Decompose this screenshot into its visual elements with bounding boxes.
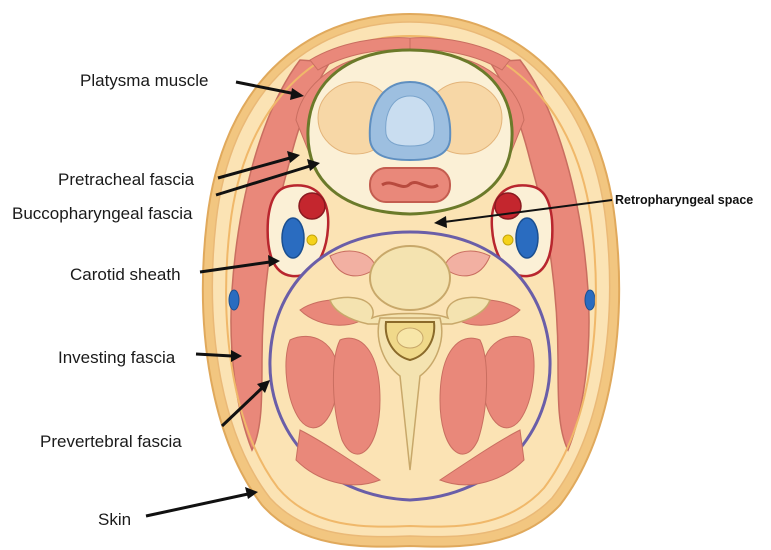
label-pretracheal-fascia: Pretracheal fascia bbox=[58, 170, 195, 189]
label-prevertebral-fascia: Prevertebral fascia bbox=[40, 432, 182, 451]
left-internal-jugular-vein bbox=[282, 218, 304, 258]
label-retropharyngeal-space: Retropharyngeal space bbox=[615, 193, 753, 207]
right-vagus-nerve bbox=[503, 235, 513, 245]
arrow-skin bbox=[146, 487, 258, 516]
visceral-compartment bbox=[308, 50, 512, 214]
trachea-lumen bbox=[386, 96, 435, 146]
spinal-cord bbox=[397, 328, 423, 348]
right-internal-jugular-vein bbox=[516, 218, 538, 258]
left-vagus-nerve bbox=[307, 235, 317, 245]
left-external-jugular-vein bbox=[229, 290, 239, 310]
label-platysma-muscle: Platysma muscle bbox=[80, 71, 208, 90]
label-buccopharyngeal-fascia: Buccopharyngeal fascia bbox=[12, 204, 193, 223]
label-skin: Skin bbox=[98, 510, 131, 529]
label-investing-fascia: Investing fascia bbox=[58, 348, 176, 367]
label-carotid-sheath: Carotid sheath bbox=[70, 265, 181, 284]
left-common-carotid-artery bbox=[299, 193, 325, 219]
right-external-jugular-vein bbox=[585, 290, 595, 310]
prevertebral-compartment bbox=[270, 232, 550, 500]
vertebral-body bbox=[370, 246, 450, 310]
